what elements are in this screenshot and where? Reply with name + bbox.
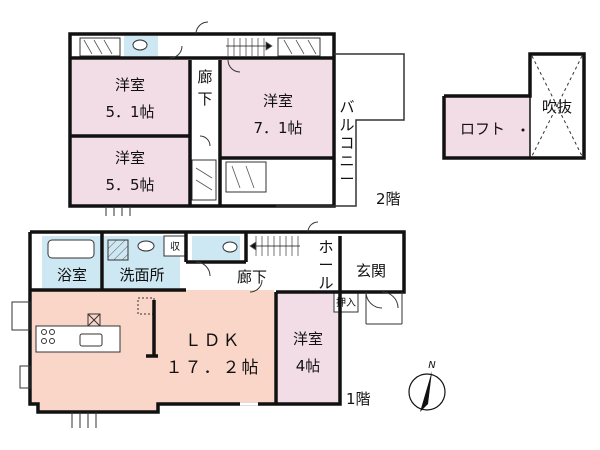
floor-2: 洋室 5．1帖 洋室 5．5帖 洋室 7．1帖 廊 下 バ ル コ ニ ー 2階 bbox=[68, 21, 405, 216]
closet-hatch bbox=[83, 39, 317, 191]
label-size-4: 4帖 bbox=[296, 357, 321, 375]
label-washroom: 洗面所 bbox=[119, 266, 164, 284]
walls-1f bbox=[28, 230, 406, 414]
label-storage: 収 bbox=[170, 241, 180, 253]
label-void: 吹抜 bbox=[542, 98, 572, 116]
closet-2f-1 bbox=[79, 37, 121, 57]
label-balcony-4: ニ bbox=[339, 152, 354, 170]
stair-1f bbox=[249, 236, 300, 256]
label-size-5-1: 5．1帖 bbox=[105, 103, 154, 121]
label-entrance: 玄関 bbox=[356, 262, 386, 280]
ldk-lower bbox=[40, 404, 158, 412]
range-hood-icon bbox=[87, 313, 101, 327]
stove-icon bbox=[41, 329, 55, 344]
label-balcony-5: ー bbox=[339, 170, 354, 188]
room-western-7-1 bbox=[222, 60, 332, 158]
label-size-7-1: 7．1帖 bbox=[253, 119, 302, 137]
loft-dot bbox=[521, 128, 525, 132]
label-corridor-2f-2: 下 bbox=[197, 90, 212, 108]
label-corridor-1f: 廊下 bbox=[237, 268, 267, 286]
label-balcony-1: バ bbox=[339, 98, 354, 116]
room-loft bbox=[444, 96, 530, 158]
label-size-5-5: 5．5帖 bbox=[105, 176, 154, 194]
closet-2f-3 bbox=[191, 159, 217, 201]
label-loft: ロフト bbox=[460, 120, 505, 138]
label-bath: 浴室 bbox=[57, 266, 87, 284]
stair-2f bbox=[226, 38, 273, 56]
label-ldk: ＬＤＫ bbox=[185, 331, 242, 351]
toilet-1f-icon bbox=[222, 241, 238, 253]
kitchen-sink-icon bbox=[79, 333, 103, 347]
openings-2f bbox=[105, 21, 241, 216]
room-western-4 bbox=[276, 292, 340, 404]
label-balcony-3: コ bbox=[339, 134, 354, 152]
label-western-7-1: 洋室 bbox=[263, 92, 293, 110]
walls-2f bbox=[68, 32, 336, 208]
label-closet-1f: 押入 bbox=[336, 296, 356, 309]
openings-1f bbox=[11, 221, 403, 428]
label-hall-2: ー bbox=[318, 256, 333, 274]
kitchen-counter bbox=[35, 325, 121, 353]
room-western-5-1 bbox=[72, 60, 190, 136]
label-western-5-5: 洋室 bbox=[115, 149, 145, 167]
label-western-5-1: 洋室 bbox=[115, 76, 145, 94]
compass-needle-icon bbox=[420, 371, 432, 412]
void-cross bbox=[531, 55, 583, 157]
walls-loft bbox=[442, 52, 586, 160]
label-hall-1: ホ bbox=[318, 238, 333, 256]
bathtub bbox=[47, 239, 95, 259]
washer-box bbox=[107, 239, 129, 261]
toilet-icon bbox=[132, 39, 148, 51]
label-north: N bbox=[428, 360, 436, 371]
label-hall-3: ル bbox=[318, 274, 333, 292]
balcony-outline bbox=[276, 53, 405, 207]
sink-icon bbox=[137, 240, 155, 252]
label-balcony-2: ル bbox=[339, 116, 354, 134]
label-western-4: 洋室 bbox=[293, 330, 323, 348]
compass: N bbox=[408, 360, 446, 412]
floor-1: 浴室 洗面所 収 廊下 ホ ー ル 玄関 押入 ＬＤＫ １７．２帖 洋室 4帖 … bbox=[11, 221, 406, 428]
label-floor-2: 2階 bbox=[376, 190, 401, 208]
entrance-hall bbox=[340, 236, 402, 292]
label-floor-1: 1階 bbox=[346, 390, 371, 408]
label-corridor-2f-1: 廊 bbox=[197, 68, 212, 86]
loft-area: ロフト 吹抜 bbox=[442, 52, 586, 160]
label-ldk-size: １７．２帖 bbox=[166, 358, 261, 378]
room-western-5-5 bbox=[72, 137, 190, 205]
